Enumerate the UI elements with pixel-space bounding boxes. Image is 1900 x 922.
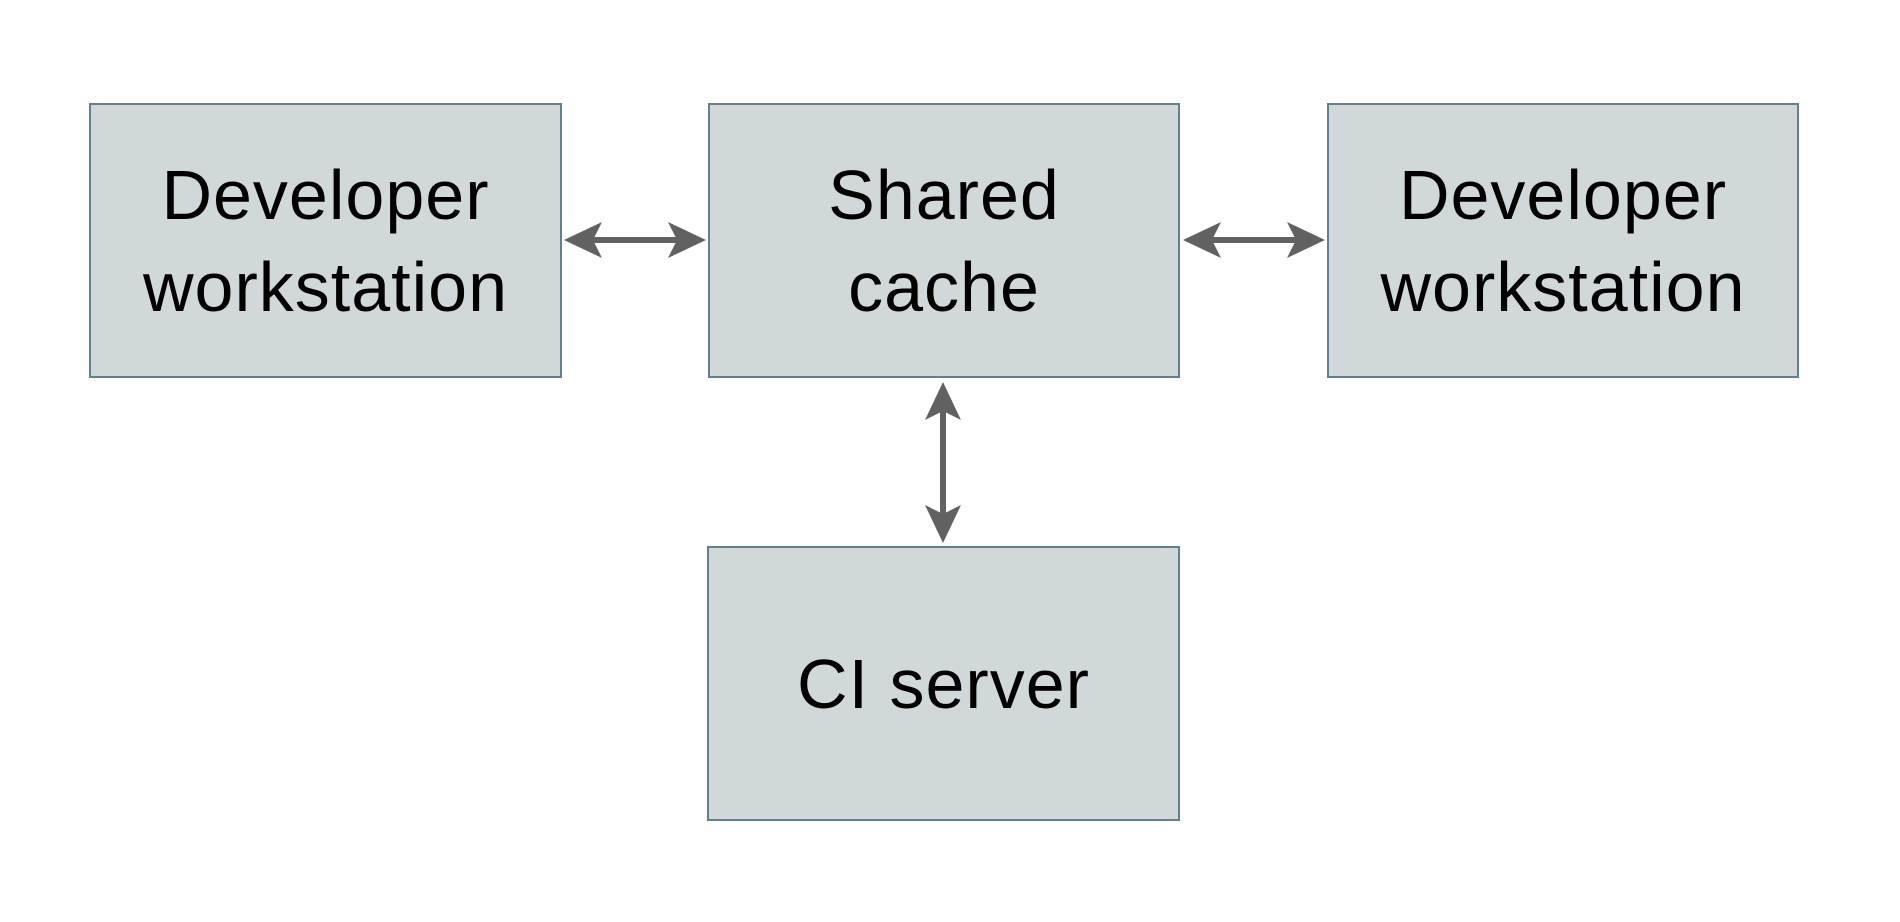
node-ci-server: CI server	[707, 546, 1180, 821]
node-label-developer-workstation-right: Developer workstation	[1380, 155, 1746, 326]
bidirectional-arrow-icon-left	[562, 218, 708, 262]
node-label-ci-server: CI server	[797, 644, 1090, 723]
bidirectional-arrow-icon-right	[1181, 218, 1327, 262]
node-developer-workstation-left: Developer workstation	[89, 103, 562, 378]
node-label-shared-cache: Shared cache	[828, 155, 1060, 326]
node-developer-workstation-right: Developer workstation	[1327, 103, 1799, 378]
node-shared-cache: Shared cache	[708, 103, 1180, 378]
bidirectional-arrow-icon-vertical	[923, 380, 963, 545]
node-label-developer-workstation-left: Developer workstation	[142, 155, 509, 326]
